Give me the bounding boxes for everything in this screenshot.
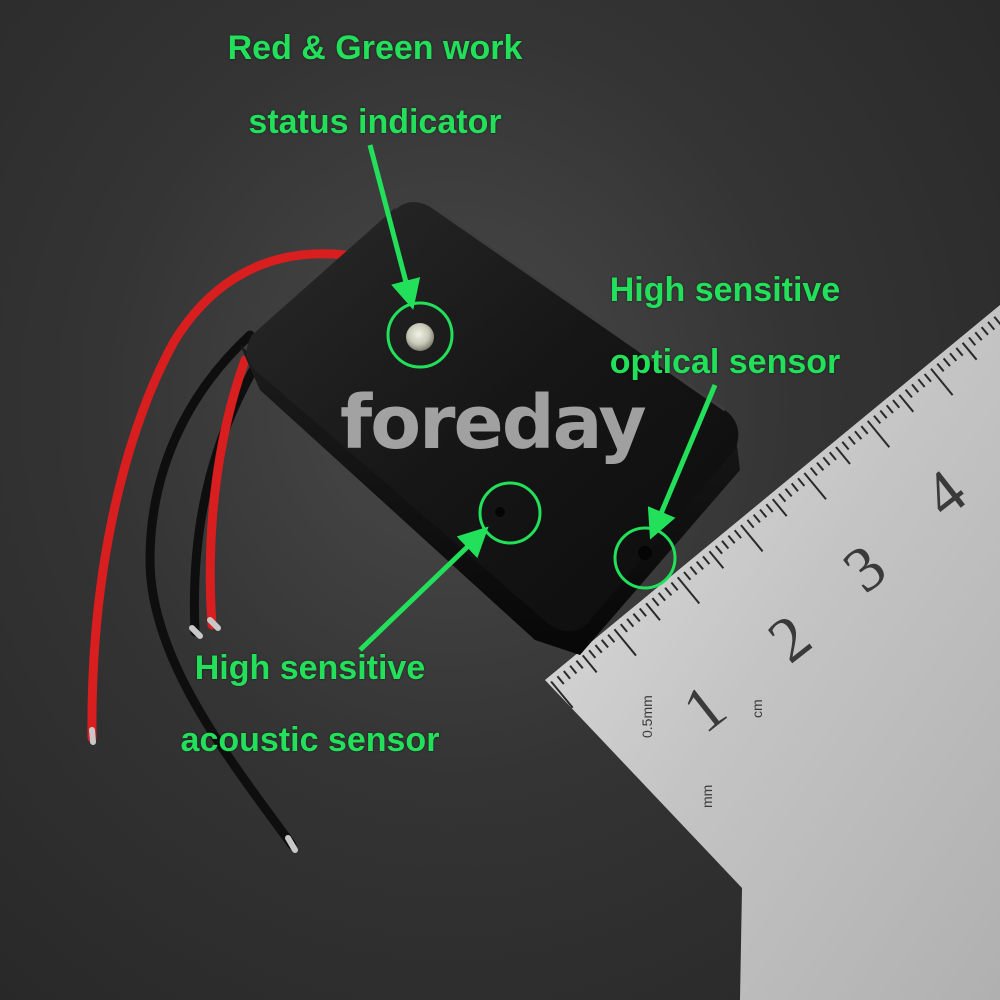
status-led	[406, 323, 434, 351]
ruler-tick	[638, 607, 647, 617]
ruler-tick	[822, 456, 831, 466]
ruler-tick	[923, 373, 932, 383]
optical-annotation-line1: High sensitive	[609, 271, 841, 309]
ruler-tick	[885, 404, 894, 414]
wires	[87, 249, 350, 853]
ruler-tick	[575, 659, 584, 669]
ruler-tick	[670, 581, 679, 591]
ruler-tick	[892, 399, 901, 409]
led-annotation-line2: status indicator	[248, 103, 502, 141]
acoustic-annotation-line2: acoustic sensor	[180, 721, 440, 759]
ruler-tick	[828, 451, 837, 461]
ruler-tick	[917, 378, 926, 388]
ruler-tick	[974, 331, 983, 341]
ruler-tick	[866, 420, 891, 448]
ruler-tick	[816, 461, 825, 471]
acoustic-annotation-line1: High sensitive	[194, 649, 426, 687]
ruler-tick	[942, 357, 951, 367]
ruler-tick	[911, 383, 920, 393]
watermark: foreday	[340, 380, 647, 466]
ruler-tick	[879, 409, 888, 419]
ruler-tick	[695, 560, 704, 570]
ruler-tick	[689, 566, 698, 576]
ruler-tick	[949, 352, 958, 362]
ruler-tick	[563, 670, 571, 680]
ruler-tick	[632, 613, 641, 623]
ruler-tick	[626, 618, 635, 628]
ruler-tick	[961, 342, 978, 361]
acoustic-highlight-circle	[478, 481, 542, 545]
ruler-tick	[752, 514, 761, 524]
ruler-tick	[847, 435, 856, 445]
acoustic-arrow	[358, 526, 489, 652]
ruler-tick	[727, 534, 736, 544]
sensor-device	[240, 199, 740, 655]
led-arrow	[367, 144, 421, 310]
ruler-tick	[594, 644, 603, 654]
ruler-tick	[733, 529, 742, 539]
ruler-tick	[955, 347, 964, 357]
ruler-tick	[898, 394, 915, 413]
ruler-tick	[930, 368, 954, 396]
ruler-tick	[600, 639, 609, 649]
annotation-arrows	[358, 144, 718, 652]
ruler-tick	[657, 592, 666, 602]
ruler-tick	[664, 587, 673, 597]
ruler-tick	[936, 362, 945, 372]
ruler-tick	[651, 597, 660, 607]
ruler-unit-cm: cm	[749, 699, 765, 718]
ruler-tick	[759, 508, 768, 518]
optical-hole	[638, 546, 652, 560]
ruler-tick	[784, 488, 793, 498]
optical-highlight-circle	[613, 526, 677, 590]
ruler: 1 2 3 4 cm mm 0.5mm	[545, 305, 1000, 1000]
ruler-tick	[987, 321, 996, 331]
ruler-tick	[771, 498, 788, 517]
ruler-tick	[980, 326, 989, 336]
optical-annotation-line2: optical sensor	[609, 343, 841, 381]
ruler-tick	[569, 665, 578, 675]
ruler-tick	[740, 524, 764, 553]
ruler-tick	[803, 472, 827, 500]
ruler-tick	[550, 680, 574, 709]
ruler-tick	[702, 555, 711, 565]
ruler-tick	[645, 602, 661, 621]
optical-annotation: High sensitive optical sensor	[565, 270, 885, 382]
ruler-tick	[904, 389, 913, 399]
led-annotation: Red & Green work status indicator	[175, 28, 575, 142]
ruler-tick	[683, 571, 692, 581]
ruler-tick	[619, 623, 628, 633]
ruler-unit-mm: mm	[699, 785, 715, 808]
led-annotation-line1: Red & Green work	[227, 29, 523, 67]
ruler-tick	[714, 545, 723, 555]
optical-arrow	[647, 384, 718, 540]
ruler-tick	[835, 446, 851, 465]
ruler-tick	[778, 493, 787, 503]
ruler-tick	[968, 336, 977, 346]
acoustic-annotation: High sensitive acoustic sensor	[130, 648, 490, 760]
ruler-tick	[746, 519, 755, 529]
ruler-tick	[809, 467, 818, 477]
ruler-tick	[708, 550, 725, 569]
ruler-tick	[721, 540, 730, 550]
ruler-tick	[860, 425, 869, 435]
ruler-tick	[676, 576, 701, 605]
ruler-tick	[993, 316, 1000, 326]
ruler-tick	[873, 415, 882, 425]
ruler-tick	[607, 633, 616, 643]
ruler-tick	[765, 503, 774, 513]
ruler-tick	[854, 430, 863, 440]
ruler-tick	[790, 482, 799, 492]
ruler-tick	[556, 675, 565, 685]
ruler-tick	[613, 628, 637, 657]
ruler-resolution: 0.5mm	[639, 695, 655, 738]
ruler-tick	[581, 654, 598, 674]
acoustic-hole	[495, 507, 505, 517]
ruler-ticks	[550, 316, 1000, 709]
ruler-tick	[797, 477, 806, 487]
ruler-tick	[841, 441, 850, 451]
ruler-tick	[588, 649, 597, 659]
